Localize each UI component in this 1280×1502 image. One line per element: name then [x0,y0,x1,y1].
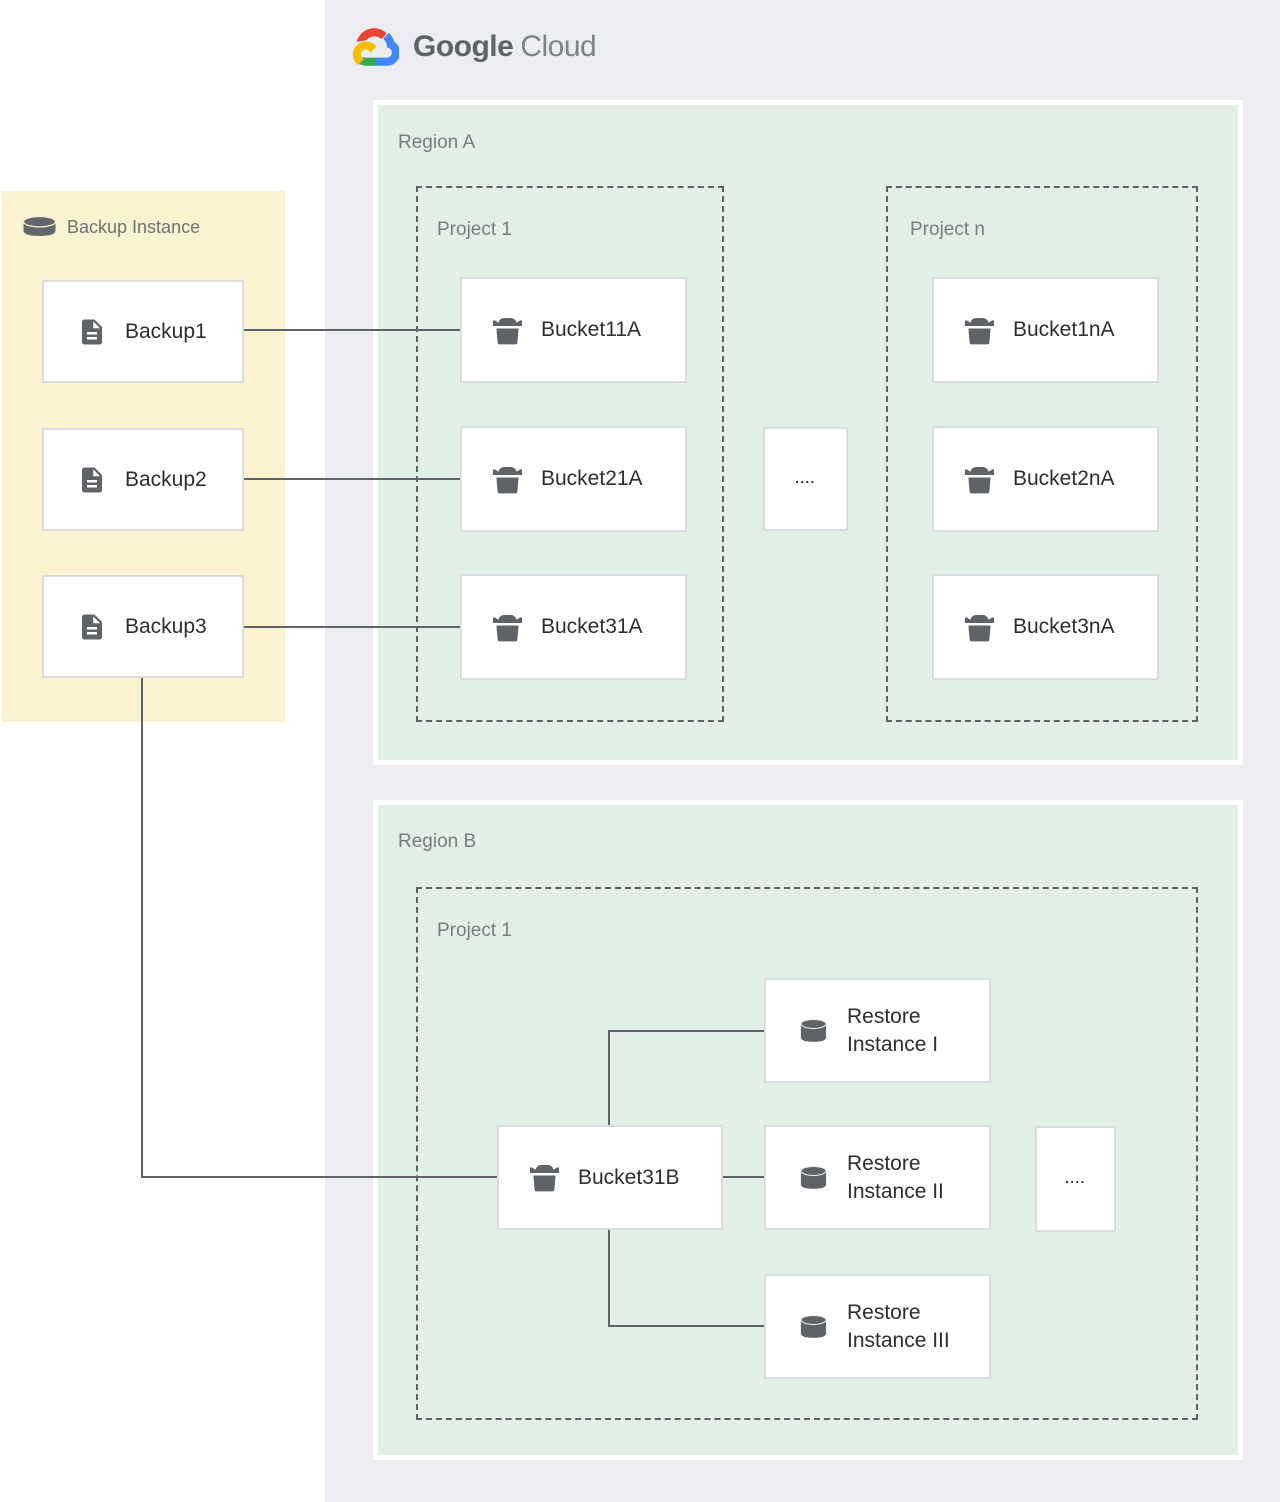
connector-backup2-bucket21a [244,478,460,480]
bucket-icon [492,317,523,344]
bucket3na-label: Bucket3nA [1013,615,1115,638]
logo-text-google: Google [413,30,514,63]
bucket-icon [492,466,523,493]
connector-bucket31b-restore2 [723,1176,764,1178]
backup3-label: Backup3 [125,614,207,638]
database-icon [800,1165,827,1189]
document-icon [82,319,102,344]
project-1-region-a [416,186,724,722]
google-cloud-logo-icon [352,28,399,66]
bucket1na-label: Bucket1nA [1013,318,1115,341]
bucket3na-node: Bucket3nA [932,574,1159,680]
restore-instance-3-label: Restore Instance III [847,1300,950,1352]
logo-text-cloud: Cloud [520,30,597,63]
bucket1na-node: Bucket1nA [932,277,1159,383]
restore-instance-2-node: Restore Instance II [764,1125,991,1230]
region-b-label: Region B [398,831,477,852]
database-icon [22,215,57,236]
bucket2na-label: Bucket2nA [1013,467,1115,490]
region-a-label: Region A [398,132,476,153]
bucket31a-label: Bucket31A [541,615,643,638]
connector-bucket31b-restore1 [608,1030,764,1032]
bucket31b-label: Bucket31B [578,1165,680,1189]
ellipsis-label: .... [1065,1171,1086,1186]
bucket-icon [529,1164,560,1192]
connector-bucket31b-down [608,1230,610,1326]
backup2-node: Backup2 [42,428,244,531]
connector-backup1-bucket11a [244,329,460,331]
connector-backup3-bucket31b [141,1176,497,1178]
bucket21a-label: Bucket21A [541,467,643,490]
backup1-node: Backup1 [42,280,244,383]
backup-instance-title: Backup Instance [67,217,201,237]
ellipsis-node-region-b: .... [1035,1126,1116,1232]
database-icon [800,1018,827,1042]
backup3-node: Backup3 [42,575,244,678]
bucket11a-node: Bucket11A [460,277,687,383]
connector-bucket31b-up [608,1031,610,1125]
connector-backup3-down [141,678,143,1178]
project-1-region-b-label: Project 1 [437,920,512,941]
bucket31a-node: Bucket31A [460,574,687,680]
connector-backup3-bucket31a [244,626,460,628]
connector-bucket31b-restore3 [608,1325,764,1327]
bucket-icon [492,614,523,641]
bucket-icon [964,317,995,344]
restore-instance-1-node: Restore Instance I [764,978,991,1083]
bucket11a-label: Bucket11A [541,318,642,341]
database-icon [800,1314,827,1338]
bucket-icon [964,614,995,641]
project-1-region-b [416,887,1198,1420]
restore-instance-2-label: Restore Instance II [847,1151,944,1203]
bucket2na-node: Bucket2nA [932,426,1159,532]
backup-instance-header: Backup Instance [21,214,200,241]
backup2-label: Backup2 [125,467,207,491]
project-n-region-a [886,186,1198,722]
bucket-icon [964,466,995,493]
restore-instance-1-label: Restore Instance I [847,1004,939,1056]
backup1-label: Backup1 [125,319,207,343]
document-icon [82,614,102,639]
bucket21a-node: Bucket21A [460,426,687,532]
project-1-region-a-label: Project 1 [437,219,512,240]
ellipsis-node-region-a: .... [763,427,848,531]
document-icon [82,467,102,492]
restore-instance-3-node: Restore Instance III [764,1274,991,1379]
bucket31b-node: Bucket31B [497,1125,723,1230]
project-n-region-a-label: Project n [910,219,985,240]
ellipsis-label: .... [795,471,816,486]
